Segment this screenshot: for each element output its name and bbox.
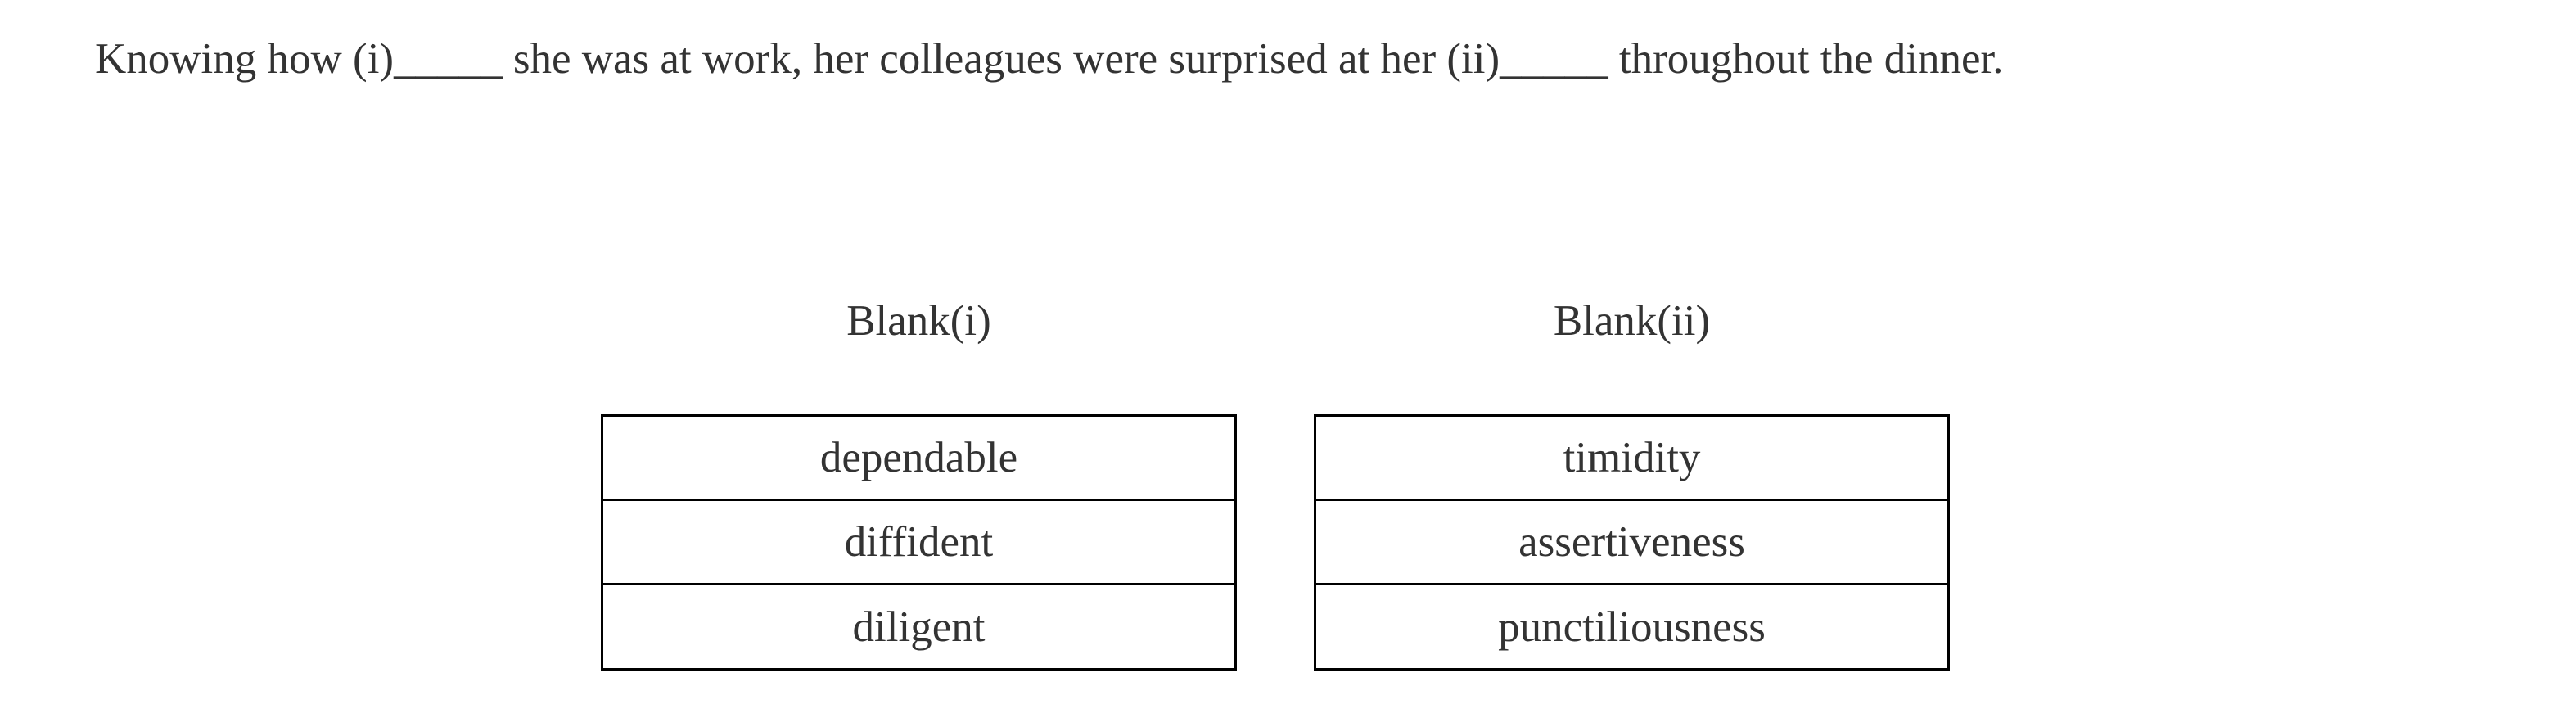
blank-ii-options: timidity assertiveness punctiliousness <box>1314 414 1950 671</box>
sentence-part-2: she was at work, her colleagues were sur… <box>502 35 1500 83</box>
sentence-part-1: Knowing how (i) <box>95 35 395 83</box>
blank-i-column: Blank(i) dependable diffident diligent <box>601 295 1237 671</box>
sentence-part-3: throughout the dinner. <box>1608 35 2004 83</box>
blank-ii-option[interactable]: timidity <box>1316 417 1947 501</box>
blank-ii-option[interactable]: assertiveness <box>1316 501 1947 585</box>
blank-i-options: dependable diffident diligent <box>601 414 1237 671</box>
question-sentence: Knowing how (i)_____ she was at work, he… <box>95 33 2003 85</box>
blank-i-option[interactable]: diffident <box>603 501 1234 585</box>
blank-i-option[interactable]: dependable <box>603 417 1234 501</box>
blank-ii-placeholder: _____ <box>1500 35 1608 83</box>
blank-i-placeholder: _____ <box>394 35 503 83</box>
blank-i-option[interactable]: diligent <box>852 603 986 651</box>
blank-ii-column: Blank(ii) timidity assertiveness punctil… <box>1314 295 1950 671</box>
blank-ii-option[interactable]: punctiliousness <box>1498 603 1766 651</box>
blank-ii-heading: Blank(ii) <box>1553 297 1711 345</box>
blank-i-heading: Blank(i) <box>846 297 991 345</box>
